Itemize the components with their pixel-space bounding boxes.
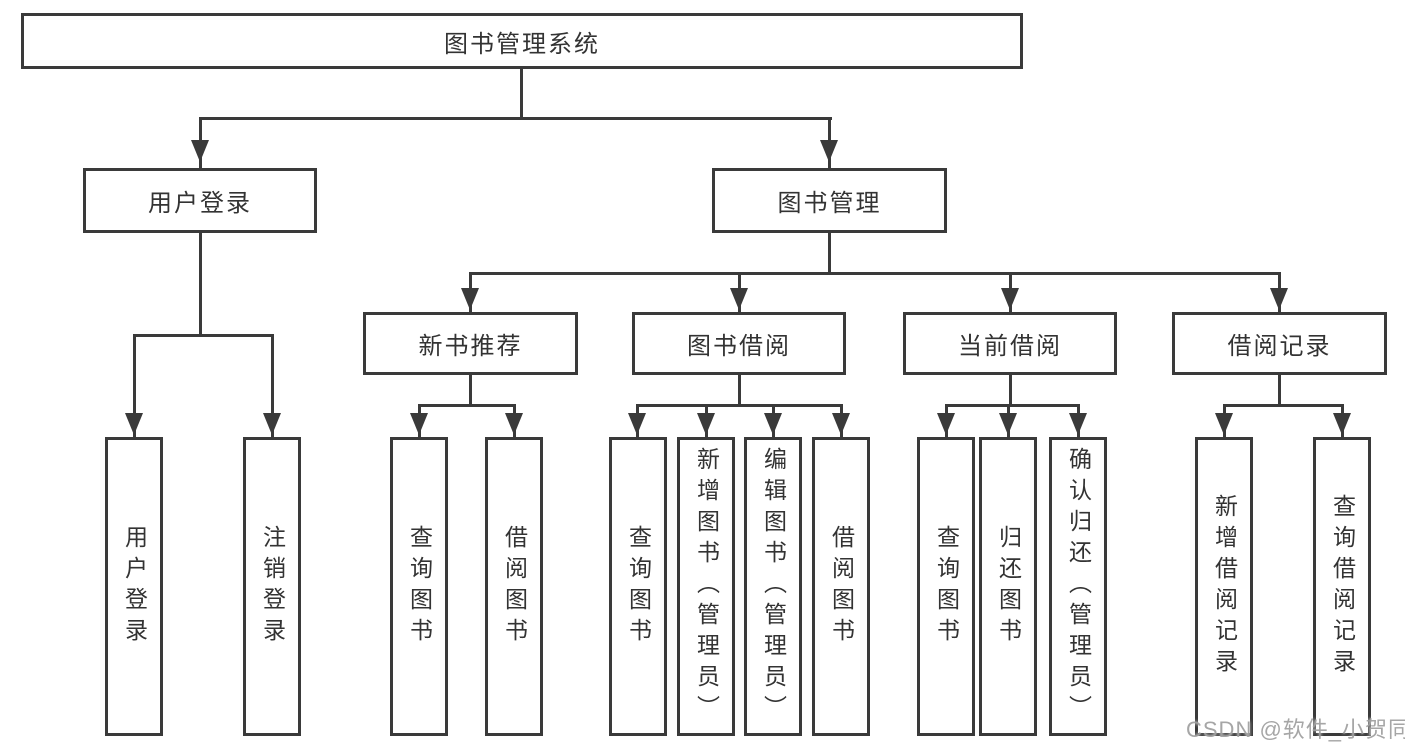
- arrowhead-down-icon: [410, 413, 428, 435]
- connector-segment: [636, 404, 843, 407]
- leaf-borrow-add-books-admin: 新增图书（管理员）: [677, 437, 735, 736]
- arrowhead-down-icon: [730, 288, 748, 310]
- connector-segment: [738, 375, 741, 407]
- node-label: 用户登录: [148, 190, 252, 217]
- connector-segment: [133, 334, 274, 337]
- arrowhead-down-icon: [628, 413, 646, 435]
- node-user-login: 用户登录: [83, 168, 317, 233]
- leaf-label: 查询借阅记录: [1329, 493, 1356, 680]
- leaf-label: 借阅图书: [501, 524, 528, 649]
- leaf-label: 新增借阅记录: [1211, 493, 1238, 680]
- node-label: 借阅记录: [1227, 333, 1332, 360]
- node-new-book-recommend: 新书推荐: [363, 312, 578, 375]
- connector-segment: [520, 69, 523, 120]
- leaf-label: 查询图书: [406, 524, 433, 649]
- leaf-records-add-borrow-record: 新增借阅记录: [1195, 437, 1253, 736]
- leaf-label: 查询图书: [625, 524, 652, 649]
- connector-segment: [199, 233, 202, 337]
- leaf-logout: 注销登录: [243, 437, 301, 736]
- leaf-label: 注销登录: [259, 524, 286, 649]
- leaf-newbook-borrow-books: 借阅图书: [485, 437, 543, 736]
- leaf-current-return-books: 归还图书: [979, 437, 1037, 736]
- arrowhead-down-icon: [1069, 413, 1087, 435]
- leaf-label: 编辑图书（管理员）: [760, 447, 787, 726]
- leaf-label: 确认归还（管理员）: [1065, 447, 1092, 726]
- leaf-label: 查询图书: [933, 524, 960, 649]
- connector-segment: [1009, 375, 1012, 407]
- node-book-management: 图书管理: [712, 168, 947, 233]
- connector-segment: [1278, 375, 1281, 407]
- arrowhead-down-icon: [191, 140, 209, 162]
- arrowhead-down-icon: [263, 413, 281, 435]
- leaf-borrow-edit-books-admin: 编辑图书（管理员）: [744, 437, 802, 736]
- leaf-borrow-borrow-books: 借阅图书: [812, 437, 870, 736]
- arrowhead-down-icon: [1215, 413, 1233, 435]
- leaf-current-confirm-return-admin: 确认归还（管理员）: [1049, 437, 1107, 736]
- node-borrow-records: 借阅记录: [1172, 312, 1387, 375]
- leaf-label: 归还图书: [995, 524, 1022, 649]
- node-label: 图书借阅: [687, 333, 791, 360]
- connector-segment: [945, 404, 1080, 407]
- connector-segment: [469, 272, 1280, 275]
- arrowhead-down-icon: [764, 413, 782, 435]
- arrowhead-down-icon: [820, 140, 838, 162]
- connector-segment: [1223, 404, 1344, 407]
- watermark: CSDN @软件_小贺同学: [1186, 717, 1405, 742]
- connector-segment: [828, 233, 831, 275]
- node-current-borrowing: 当前借阅: [903, 312, 1117, 375]
- node-book-borrowing: 图书借阅: [632, 312, 846, 375]
- node-label: 图书管理系统: [444, 30, 600, 58]
- leaf-user-login: 用户登录: [105, 437, 163, 736]
- connector-segment: [133, 334, 136, 437]
- node-label: 当前借阅: [958, 333, 1062, 360]
- arrowhead-down-icon: [999, 413, 1017, 435]
- connector-segment: [469, 375, 472, 407]
- leaf-borrow-query-books: 查询图书: [609, 437, 667, 736]
- leaf-newbook-query-books: 查询图书: [390, 437, 448, 736]
- connector-segment: [418, 404, 516, 407]
- node-label: 新书推荐: [418, 333, 523, 360]
- arrowhead-down-icon: [1270, 288, 1288, 310]
- arrowhead-down-icon: [461, 288, 479, 310]
- leaf-current-query-books: 查询图书: [917, 437, 975, 736]
- arrowhead-down-icon: [1001, 288, 1019, 310]
- leaf-label: 新增图书（管理员）: [693, 447, 720, 726]
- arrowhead-down-icon: [697, 413, 715, 435]
- connector-segment: [199, 117, 832, 120]
- arrowhead-down-icon: [1333, 413, 1351, 435]
- arrowhead-down-icon: [832, 413, 850, 435]
- leaf-label: 借阅图书: [828, 524, 855, 649]
- connector-segment: [271, 334, 274, 437]
- node-label: 图书管理: [777, 190, 882, 217]
- leaf-label: 用户登录: [121, 524, 148, 649]
- node-book-management-system: 图书管理系统: [21, 13, 1023, 69]
- arrowhead-down-icon: [937, 413, 955, 435]
- leaf-records-query-borrow-record: 查询借阅记录: [1313, 437, 1371, 736]
- arrowhead-down-icon: [505, 413, 523, 435]
- arrowhead-down-icon: [125, 413, 143, 435]
